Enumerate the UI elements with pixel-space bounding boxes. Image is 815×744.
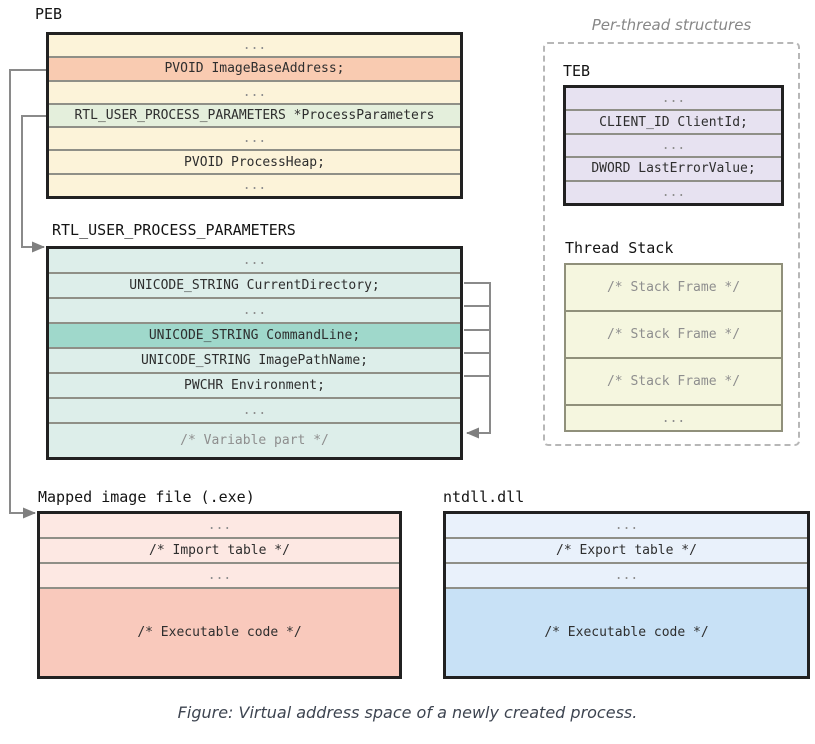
thread-stack-box: /* Stack Frame */ /* Stack Frame */ /* S… xyxy=(564,263,783,432)
rtl-row-command-line: UNICODE_STRING CommandLine; xyxy=(49,322,460,347)
thread-stack-title: Thread Stack xyxy=(565,239,674,257)
peb-row-dots: ... xyxy=(49,126,460,150)
arrow-processparameters-to-rtl xyxy=(21,115,46,253)
rtl-row-dots: ... xyxy=(49,297,460,322)
peb-row-process-parameters: RTL_USER_PROCESS_PARAMETERS *ProcessPara… xyxy=(49,102,460,127)
stack-frame-row: /* Stack Frame */ xyxy=(566,265,781,310)
teb-box: ... CLIENT_ID ClientId; ... DWORD LastEr… xyxy=(563,85,784,206)
rtl-row-dots: ... xyxy=(49,249,460,272)
rtl-row-image-path-name: UNICODE_STRING ImagePathName; xyxy=(49,347,460,372)
teb-title: TEB xyxy=(563,62,591,80)
stack-frame-row: /* Stack Frame */ xyxy=(566,310,781,357)
arrow-strings-to-variable-part xyxy=(464,282,491,439)
rtl-row-environment: PWCHR Environment; xyxy=(49,372,460,397)
ntdll-title: ntdll.dll xyxy=(443,488,525,506)
peb-row-dots: ... xyxy=(49,79,460,103)
teb-row-last-error-value: DWORD LastErrorValue; xyxy=(566,156,781,180)
mapped-image-row-dots: ... xyxy=(40,514,399,537)
ntdll-row-executable-code: /* Executable code */ xyxy=(446,587,807,676)
stack-row-dots: ... xyxy=(566,404,781,430)
mapped-image-row-import-table: /* Import table */ xyxy=(40,537,399,562)
teb-row-dots: ... xyxy=(566,88,781,110)
peb-box: ... PVOID ImageBaseAddress; ... RTL_USER… xyxy=(46,32,463,199)
rtl-row-variable-part: /* Variable part */ xyxy=(49,422,460,457)
teb-row-dots: ... xyxy=(566,132,781,157)
ntdll-row-dots: ... xyxy=(446,514,807,537)
figure-caption: Figure: Virtual address space of a newly… xyxy=(177,703,638,722)
rtl-title: RTL_USER_PROCESS_PARAMETERS xyxy=(52,221,296,239)
ntdll-row-export-table: /* Export table */ xyxy=(446,537,807,562)
mapped-image-row-dots: ... xyxy=(40,562,399,587)
peb-row-process-heap: PVOID ProcessHeap; xyxy=(49,149,460,173)
ladder-rungs xyxy=(464,305,490,377)
rtl-row-dots: ... xyxy=(49,397,460,422)
mapped-image-box: ... /* Import table */ ... /* Executable… xyxy=(37,511,402,679)
arrow-imagebase-to-mapped-image xyxy=(9,69,46,519)
rtl-row-current-directory: UNICODE_STRING CurrentDirectory; xyxy=(49,272,460,297)
teb-row-dots: ... xyxy=(566,179,781,204)
teb-row-client-id: CLIENT_ID ClientId; xyxy=(566,109,781,133)
peb-row-dots: ... xyxy=(49,172,460,196)
stack-frame-row: /* Stack Frame */ xyxy=(566,357,781,404)
per-thread-structures-group xyxy=(543,42,800,446)
per-thread-structures-title: Per-thread structures xyxy=(591,16,752,34)
peb-row-image-base-address: PVOID ImageBaseAddress; xyxy=(49,56,460,80)
mapped-image-title: Mapped image file (.exe) xyxy=(38,488,255,506)
peb-row-dots: ... xyxy=(49,35,460,57)
ntdll-box: ... /* Export table */ ... /* Executable… xyxy=(443,511,810,679)
ntdll-row-dots: ... xyxy=(446,562,807,587)
rtl-box: ... UNICODE_STRING CurrentDirectory; ...… xyxy=(46,246,463,460)
peb-title: PEB xyxy=(35,5,63,23)
mapped-image-row-executable-code: /* Executable code */ xyxy=(40,587,399,676)
